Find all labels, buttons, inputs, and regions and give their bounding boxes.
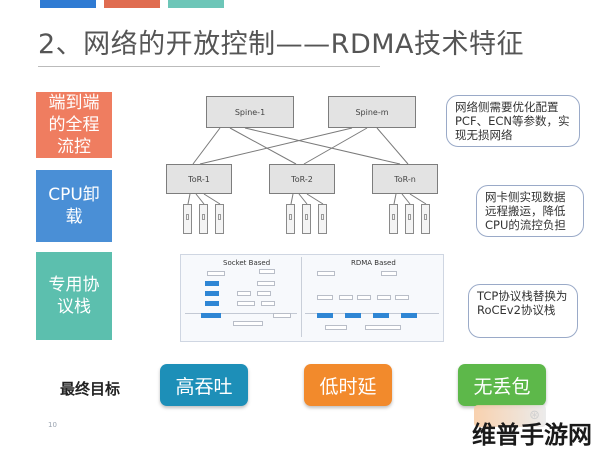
stack-block (257, 291, 271, 296)
tor-switch-n: ToR-n (372, 164, 438, 194)
rdma-based-title: RDMA Based (351, 259, 396, 267)
server-icon (389, 204, 398, 234)
spine-switch-m: Spine-m (328, 96, 416, 128)
tor-switch-1: ToR-1 (166, 164, 232, 194)
server-icon (286, 204, 295, 234)
stack-block (273, 313, 291, 318)
socket-based-title: Socket Based (223, 259, 271, 267)
label-cpu-offload: CPU卸载 (36, 170, 112, 242)
title-divider (38, 66, 380, 67)
tor-switch-2: ToR-2 (269, 164, 335, 194)
stack-block (395, 295, 409, 300)
stack-block (205, 281, 219, 286)
callout-nic-side: 网卡侧实现数据远程搬运，降低CPU的流控负担 (476, 185, 584, 237)
server-icon (183, 204, 192, 234)
final-goal-label: 最终目标 (60, 380, 121, 398)
stack-divider (301, 257, 302, 337)
server-icon (421, 204, 430, 234)
server-icon (199, 204, 208, 234)
stack-block (205, 291, 219, 296)
stack-block (357, 295, 371, 300)
stack-block (257, 281, 275, 286)
page-title: 2、网络的开放控制——RDMA技术特征 (38, 29, 524, 60)
server-icon (215, 204, 224, 234)
top-accent-bar-3 (168, 0, 224, 8)
top-accent-bar-2 (104, 0, 160, 8)
stack-block (339, 295, 353, 300)
label-end-to-end-flow-control: 端到端的全程流控 (36, 92, 112, 158)
server-icon (318, 204, 327, 234)
stack-block (377, 295, 391, 300)
stack-block (345, 313, 361, 318)
watermark-text: 维普手游网 (472, 421, 592, 449)
stack-block (325, 325, 347, 330)
stack-block (205, 301, 219, 306)
stack-block (401, 313, 417, 318)
callout-tcp-to-rocev2: TCP协议栈替换为RoCEv2协议栈 (468, 284, 578, 338)
spine-switch-1: Spine-1 (206, 96, 294, 128)
stack-block (365, 325, 401, 330)
stack-block (233, 321, 263, 326)
callout-network-side: 网络侧需要优化配置PCF、ECN等参数，实现无损网络 (446, 95, 580, 147)
page-number: 10 (48, 421, 57, 429)
stack-block (259, 269, 275, 274)
goal-low-latency: 低时延 (304, 364, 392, 406)
server-icon (302, 204, 311, 234)
stack-block (237, 291, 251, 296)
stack-block (317, 271, 335, 276)
goal-no-packet-loss: 无丢包 (458, 364, 546, 406)
protocol-stack-diagram: Socket Based RDMA Based (180, 254, 444, 342)
server-icon (405, 204, 414, 234)
stack-rule (305, 313, 439, 314)
stack-block (317, 295, 333, 300)
watermark-logo: ⊛ (474, 405, 546, 427)
label-dedicated-protocol-stack: 专用协议栈 (36, 252, 112, 340)
stack-block (201, 313, 221, 318)
stack-block (381, 271, 397, 276)
top-accent-bar-1 (40, 0, 96, 8)
stack-block (373, 313, 389, 318)
goal-high-throughput: 高吞吐 (160, 364, 248, 406)
stack-rule (185, 313, 297, 314)
stack-block (207, 271, 225, 276)
stack-block (317, 313, 333, 318)
stack-block (237, 301, 255, 306)
stack-block (261, 301, 275, 306)
